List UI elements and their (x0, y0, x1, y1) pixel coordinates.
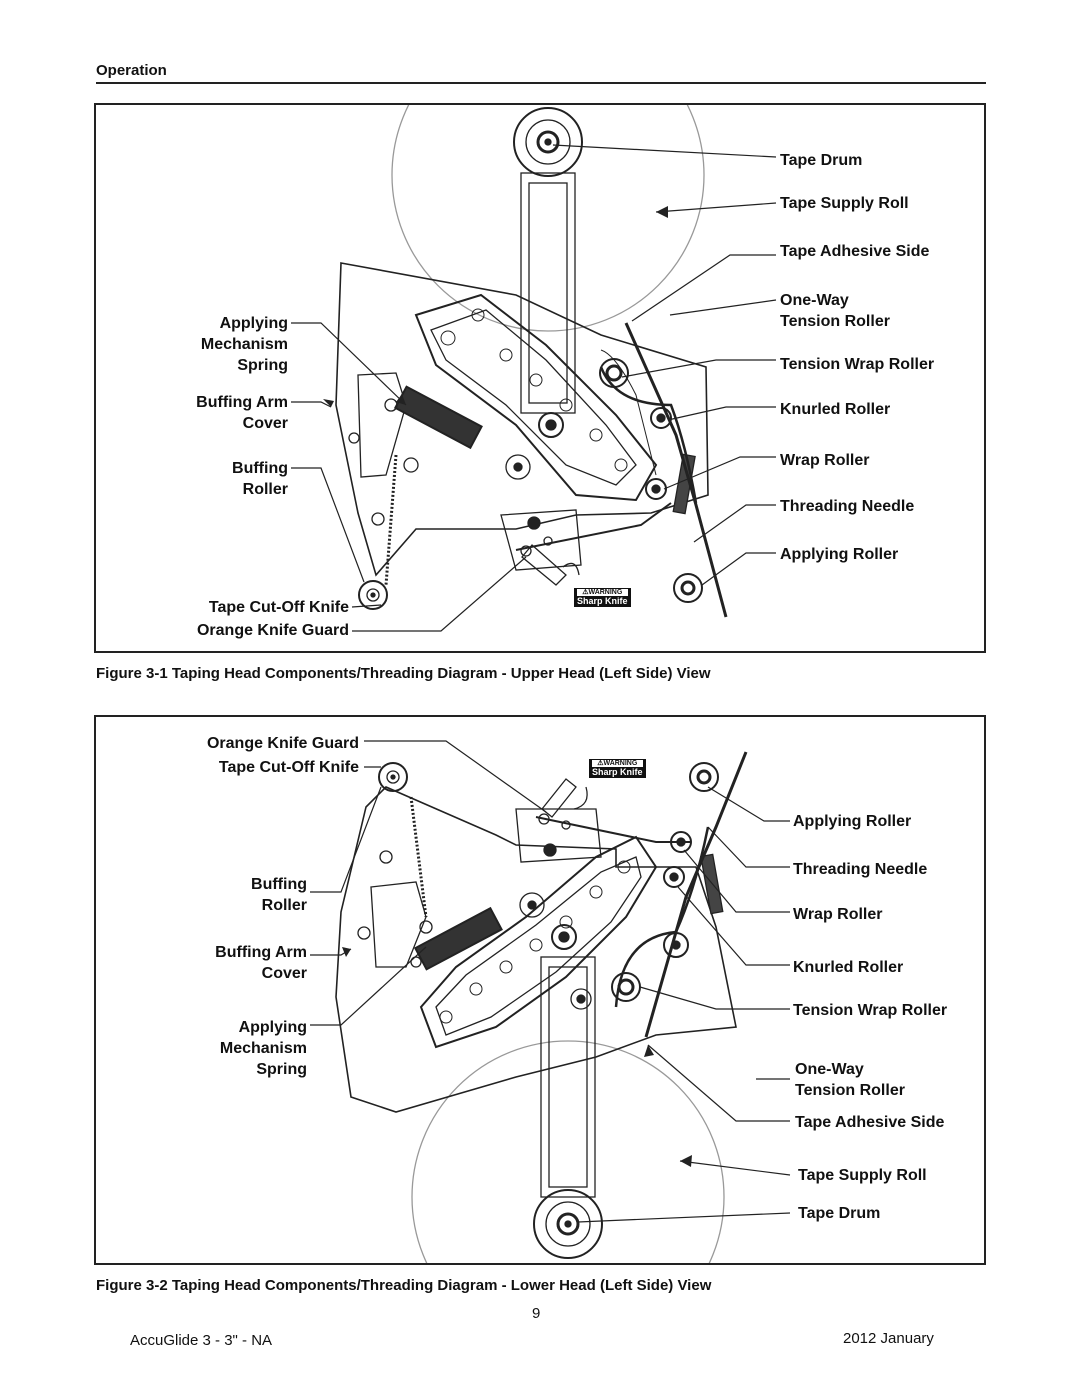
label-buffing-arm: Buffing Arm (215, 944, 307, 961)
knurled-roller-shape (650, 407, 672, 429)
label-knurled-roller: Knurled Roller (793, 959, 904, 976)
label-wrap-roller: Wrap Roller (793, 906, 883, 923)
applying-mechanism-spring (413, 906, 503, 971)
section-rule (96, 82, 986, 84)
label-tension-wrap-roller: Tension Wrap Roller (780, 356, 935, 373)
lower-head-drawing (310, 740, 791, 1263)
tape-path (644, 751, 748, 1038)
label-spring: Spring (237, 357, 288, 374)
applying-roller-shape (689, 762, 719, 792)
wrap-roller-shape (645, 478, 667, 500)
tape-path (624, 322, 728, 618)
tape-drum-shape (513, 107, 583, 414)
label-wrap-roller: Wrap Roller (780, 452, 870, 469)
section-title: Operation (96, 62, 167, 79)
label-buffing: Buffing (251, 876, 307, 893)
footer-product: AccuGlide 3 - 3" - NA (130, 1332, 273, 1349)
label-mechanism: Mechanism (219, 1040, 307, 1057)
label-threading-needle: Threading Needle (793, 861, 928, 878)
applying-mechanism-spring (393, 385, 483, 450)
label-one-way: One-Way (795, 1061, 864, 1078)
label-tape-adhesive-side: Tape Adhesive Side (780, 243, 930, 260)
page-number: 9 (532, 1305, 541, 1322)
buffing-roller-shape (358, 580, 388, 610)
label-cover: Cover (242, 415, 288, 432)
label-threading-needle: Threading Needle (780, 498, 915, 515)
label-mechanism: Mechanism (200, 336, 288, 353)
label-tape-drum: Tape Drum (780, 152, 863, 169)
buffing-roller-shape (378, 762, 408, 792)
applying-arm (419, 835, 658, 1049)
label-tape-supply-roll: Tape Supply Roll (780, 195, 909, 212)
label-tension-roller: Tension Roller (780, 313, 890, 330)
label-cover: Cover (261, 965, 307, 982)
upper-head-drawing (291, 105, 777, 632)
label-roller: Roller (261, 897, 307, 914)
label-tension-wrap-roller: Tension Wrap Roller (793, 1002, 948, 1019)
label-tape-drum: Tape Drum (798, 1205, 881, 1222)
label-applying-roller: Applying Roller (780, 546, 899, 563)
label-applying: Applying (238, 1019, 307, 1036)
label-tape-cutoff-knife: Tape Cut-Off Knife (208, 599, 349, 616)
label-applying-roller: Applying Roller (793, 813, 912, 830)
label-tape-adhesive-side: Tape Adhesive Side (795, 1114, 945, 1131)
frame-plate (335, 786, 737, 1113)
label-tape-supply-roll: Tape Supply Roll (798, 1167, 927, 1184)
applying-roller-shape (673, 573, 703, 603)
knife-guard-shape (541, 778, 577, 818)
label-knurled-roller: Knurled Roller (780, 401, 891, 418)
label-orange-knife-guard: Orange Knife Guard (196, 622, 349, 639)
footer-date: 2012 January (843, 1330, 934, 1347)
label-roller: Roller (242, 481, 288, 498)
label-tension-roller: Tension Roller (795, 1082, 905, 1099)
label-buffing: Buffing (232, 460, 288, 477)
figure-3-2-caption: Figure 3-2 Taping Head Components/Thread… (96, 1277, 712, 1294)
knife-guard-shape (521, 544, 567, 586)
label-spring: Spring (256, 1061, 307, 1078)
label-orange-knife-guard: Orange Knife Guard (206, 735, 359, 752)
tape-drum-shape (533, 956, 603, 1259)
applying-arm (414, 293, 658, 502)
tape-supply-roll-outline (391, 105, 705, 332)
knurled-roller-shape (663, 866, 685, 888)
label-tape-cutoff-knife: Tape Cut-Off Knife (218, 759, 359, 776)
tape-supply-roll-outline (411, 1040, 725, 1263)
figure-3-1-caption: Figure 3-1 Taping Head Components/Thread… (96, 665, 711, 682)
label-buffing-arm: Buffing Arm (196, 394, 288, 411)
label-one-way: One-Way (780, 292, 849, 309)
label-applying: Applying (219, 315, 288, 332)
